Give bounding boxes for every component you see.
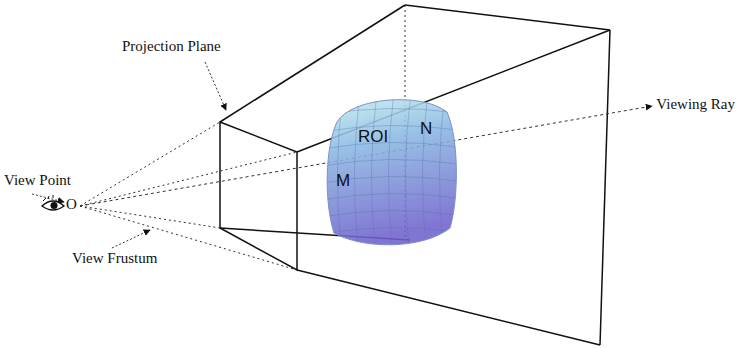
callout-label: Viewing Ray — [656, 96, 735, 113]
region-label: ROI — [358, 128, 388, 147]
sight-lines — [80, 122, 297, 270]
point-label: N — [420, 120, 432, 139]
callout-label: View Frustum — [72, 250, 157, 267]
eye-icon — [42, 195, 64, 210]
callout-label: Projection Plane — [122, 38, 221, 55]
view-frustum — [220, 5, 610, 345]
leader-arrows — [32, 62, 226, 248]
roi-blob: ROI N M — [322, 92, 457, 248]
point-label: O — [66, 196, 77, 213]
roi-shape — [322, 92, 457, 248]
callout-label: View Point — [4, 172, 71, 189]
point-label: M — [336, 172, 350, 191]
